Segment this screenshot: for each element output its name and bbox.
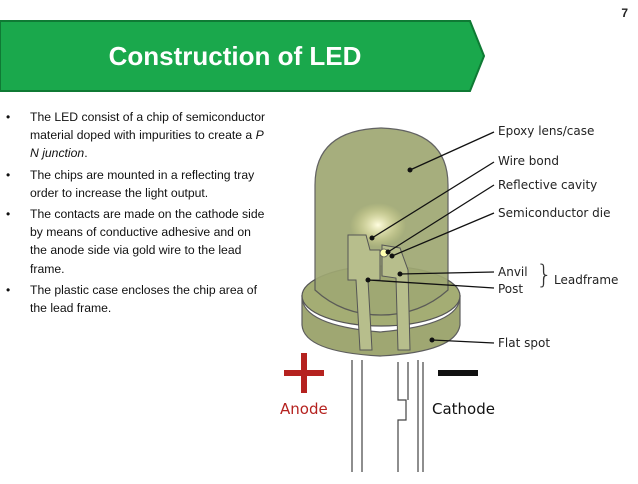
plus-icon (284, 353, 324, 393)
title-banner: Construction of LED (0, 20, 485, 92)
label-anvil: Anvil (498, 265, 528, 279)
label-wire-bond: Wire bond (498, 154, 559, 168)
cathode-label: Cathode (432, 400, 495, 418)
label-leadframe: Leadframe (554, 273, 619, 287)
bullet-dot: • (6, 282, 11, 297)
label-semiconductor-die: Semiconductor die (498, 206, 611, 220)
bullet-dot: • (6, 167, 11, 182)
label-epoxy-lens: Epoxy lens/case (498, 124, 595, 138)
slide-title: Construction of LED (108, 40, 362, 71)
bullet-item: • The plastic case encloses the chip are… (6, 281, 268, 317)
lead-wires (351, 360, 424, 472)
label-post: Post (498, 282, 524, 296)
leadframe-brace: } (536, 260, 553, 290)
bullet-item: • The contacts are made on the cathode s… (6, 205, 268, 278)
bullet-suffix: . (84, 146, 88, 161)
bullet-list: • The LED consist of a chip of semicondu… (6, 108, 268, 320)
minus-icon (438, 370, 478, 376)
label-reflective-cavity: Reflective cavity (498, 178, 598, 192)
anode-label: Anode (280, 400, 328, 418)
banner-shape (0, 20, 485, 92)
bullet-item: • The chips are mounted in a reflecting … (6, 166, 268, 202)
bullet-text: The plastic case encloses the chip area … (30, 282, 257, 316)
led-illustration (284, 127, 495, 472)
bullet-item: • The LED consist of a chip of semicondu… (6, 108, 268, 163)
bullet-dot: • (6, 207, 11, 222)
led-diagram: Epoxy lens/case Wire bond Reflective cav… (270, 100, 638, 479)
slide-number: 7 (621, 6, 628, 20)
bullet-text: The chips are mounted in a reflecting tr… (30, 167, 255, 200)
bullet-text: The LED consist of a chip of semiconduct… (30, 110, 266, 143)
bullet-text: The contacts are made on the cathode sid… (30, 207, 265, 276)
bullet-dot: • (6, 110, 11, 124)
bullet-emphasis: P N junction (30, 128, 264, 161)
label-flat-spot: Flat spot (498, 336, 551, 350)
